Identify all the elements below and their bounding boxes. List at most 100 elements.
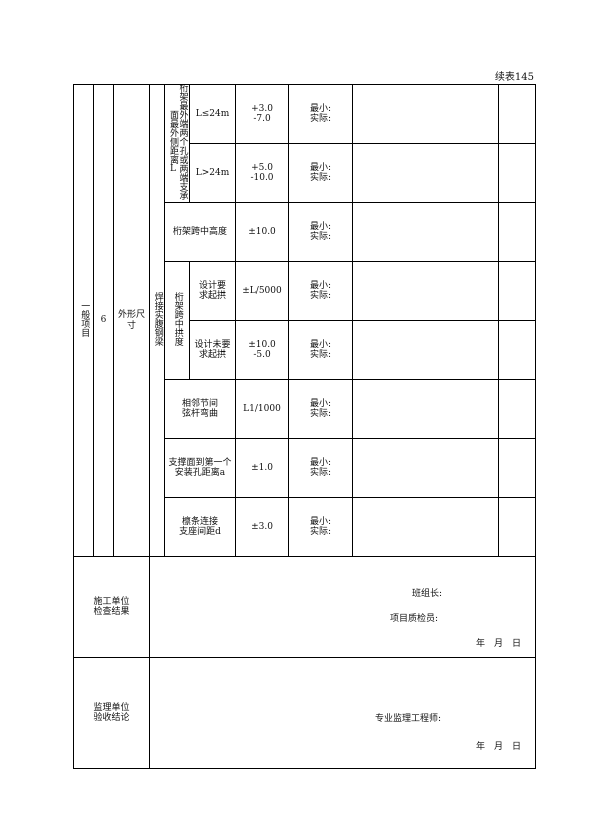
actual-label: 实际: — [309, 232, 332, 242]
table-row: 相邻节间 弦杆弯曲 L1/1000 最小: 实际: — [74, 379, 536, 439]
table-row: 檩条连接 支座间距d ±3.0 最小: 实际: — [74, 497, 536, 557]
record-cell[interactable] — [352, 202, 499, 262]
member-type-cell: 焊接实腹钢梁 — [149, 84, 165, 557]
table-row: L>24m +5.0 -10.0 最小: 实际: — [74, 143, 536, 203]
group-cell-camber: 桁架跨中拱度 — [164, 261, 190, 380]
table-row: 一般项目 6 外形尺寸 焊接实腹钢梁 桁架最外端两个孔或两端支承面最外侧距离L … — [73, 84, 536, 557]
table-row: 支撑面到第一个 安装孔距离a ±1.0 最小: 实际: — [74, 438, 536, 498]
actual-label: 实际: — [309, 291, 332, 301]
min-label: 最小: — [309, 162, 332, 173]
item-label: 相邻节间 弦杆弯曲 — [181, 398, 218, 419]
supervision-date: 年 月 日 — [476, 742, 522, 752]
measure-cell: 最小: 实际: — [288, 497, 353, 557]
tolerance-cell: ±1.0 — [235, 438, 289, 498]
construction-signature-cell[interactable]: 班组长: 项目质检员: 年 月 日 — [149, 556, 536, 658]
tolerance-value: ±10.0 -5.0 — [248, 339, 276, 360]
group-cell-length: 桁架最外端两个孔或两端支承面最外侧距离L — [164, 84, 190, 203]
tolerance-cell: L1/1000 — [235, 379, 289, 439]
tolerance-cell: ±10.0 — [235, 202, 289, 262]
measure-cell: 最小: 实际: — [288, 438, 353, 498]
tolerance-value: L1/1000 — [243, 403, 281, 414]
team-leader-label: 班组长: — [412, 589, 443, 599]
condition-cell: L>24m — [189, 143, 236, 203]
measure-cell: 最小: 实际: — [288, 84, 353, 144]
record-cell[interactable] — [352, 379, 499, 439]
result-cell[interactable] — [498, 261, 536, 321]
construction-row: 施工单位 检查结果 班组长: 项目质检员: 年 月 日 — [73, 556, 536, 658]
item-label-cell: 檩条连接 支座间距d — [164, 497, 236, 557]
category-label: 一般项目 — [79, 300, 90, 337]
item-label: 支撑面到第一个 安装孔距离a — [168, 457, 232, 478]
supervision-row: 监理单位 验收结论 专业监理工程师: 年 月 日 — [73, 657, 536, 769]
supervision-signature-cell[interactable]: 专业监理工程师: 年 月 日 — [149, 657, 536, 769]
index-label: 6 — [100, 315, 107, 326]
condition-label: 设计未要 求起拱 — [194, 339, 231, 360]
min-label: 最小: — [309, 103, 332, 114]
record-cell[interactable] — [352, 261, 499, 321]
actual-label: 实际: — [309, 114, 332, 124]
measure-cell: 最小: 实际: — [288, 379, 353, 439]
actual-label: 实际: — [309, 468, 332, 478]
record-cell[interactable] — [352, 84, 499, 144]
record-cell[interactable] — [352, 320, 499, 380]
item-label: 桁架跨中高度 — [172, 226, 227, 237]
measure-cell: 最小: 实际: — [288, 143, 353, 203]
tolerance-cell: +5.0 -10.0 — [235, 143, 289, 203]
inspection-table: 一般项目 6 外形尺寸 焊接实腹钢梁 桁架最外端两个孔或两端支承面最外侧距离L … — [73, 84, 536, 769]
tolerance-value: ±10.0 — [248, 226, 276, 237]
result-cell[interactable] — [498, 497, 536, 557]
supervision-label: 监理单位 验收结论 — [93, 702, 130, 723]
table-row: 桁架跨中高度 ±10.0 最小: 实际: — [74, 202, 536, 262]
actual-label: 实际: — [309, 173, 332, 183]
min-label: 最小: — [309, 339, 332, 350]
min-label: 最小: — [309, 457, 332, 468]
min-label: 最小: — [309, 280, 332, 291]
result-cell[interactable] — [498, 202, 536, 262]
index-cell: 6 — [93, 84, 114, 557]
actual-label: 实际: — [309, 350, 332, 360]
result-cell[interactable] — [498, 84, 536, 144]
result-cell[interactable] — [498, 379, 536, 439]
group-label-camber: 桁架跨中拱度 — [172, 291, 183, 346]
group-label-length: 桁架最外端两个孔或两端支承面最外侧距离L — [168, 84, 188, 201]
actual-label: 实际: — [309, 527, 332, 537]
condition-cell: 设计要 求起拱 — [189, 261, 236, 321]
page-label: 续表145 — [494, 72, 534, 83]
condition-cell: L≤24m — [189, 84, 236, 144]
min-label: 最小: — [309, 398, 332, 409]
result-cell[interactable] — [498, 143, 536, 203]
tolerance-value: ±1.0 — [251, 462, 273, 473]
condition-label: L>24m — [195, 167, 230, 178]
table-row: 设计未要 求起拱 ±10.0 -5.0 最小: 实际: — [74, 320, 536, 380]
condition-cell: 设计未要 求起拱 — [189, 320, 236, 380]
record-cell[interactable] — [352, 143, 499, 203]
tolerance-value: ±L/5000 — [242, 285, 282, 296]
result-cell[interactable] — [498, 438, 536, 498]
tolerance-value: +3.0 -7.0 — [251, 103, 273, 124]
item-label-cell: 相邻节间 弦杆弯曲 — [164, 379, 236, 439]
condition-label: L≤24m — [195, 108, 230, 119]
quality-inspector-label: 项目质检员: — [390, 614, 439, 624]
construction-label: 施工单位 检查结果 — [93, 596, 130, 617]
measure-cell: 最小: 实际: — [288, 320, 353, 380]
tolerance-cell: ±3.0 — [235, 497, 289, 557]
min-label: 最小: — [309, 221, 332, 232]
construction-label-cell: 施工单位 检查结果 — [73, 556, 150, 658]
measure-cell: 最小: 实际: — [288, 261, 353, 321]
result-cell[interactable] — [498, 320, 536, 380]
item-label-cell: 桁架跨中高度 — [164, 202, 236, 262]
item-name-label: 外形尺寸 — [117, 310, 145, 331]
item-name-cell: 外形尺寸 — [113, 84, 150, 557]
actual-label: 实际: — [309, 409, 332, 419]
record-cell[interactable] — [352, 438, 499, 498]
supervision-engineer-label: 专业监理工程师: — [375, 714, 442, 724]
tolerance-cell: +3.0 -7.0 — [235, 84, 289, 144]
category-cell: 一般项目 — [73, 84, 94, 557]
item-label-cell: 支撑面到第一个 安装孔距离a — [164, 438, 236, 498]
tolerance-value: ±3.0 — [251, 521, 273, 532]
item-label: 檩条连接 支座间距d — [179, 516, 221, 537]
min-label: 最小: — [309, 516, 332, 527]
construction-date: 年 月 日 — [476, 639, 522, 649]
tolerance-cell: ±10.0 -5.0 — [235, 320, 289, 380]
record-cell[interactable] — [352, 497, 499, 557]
